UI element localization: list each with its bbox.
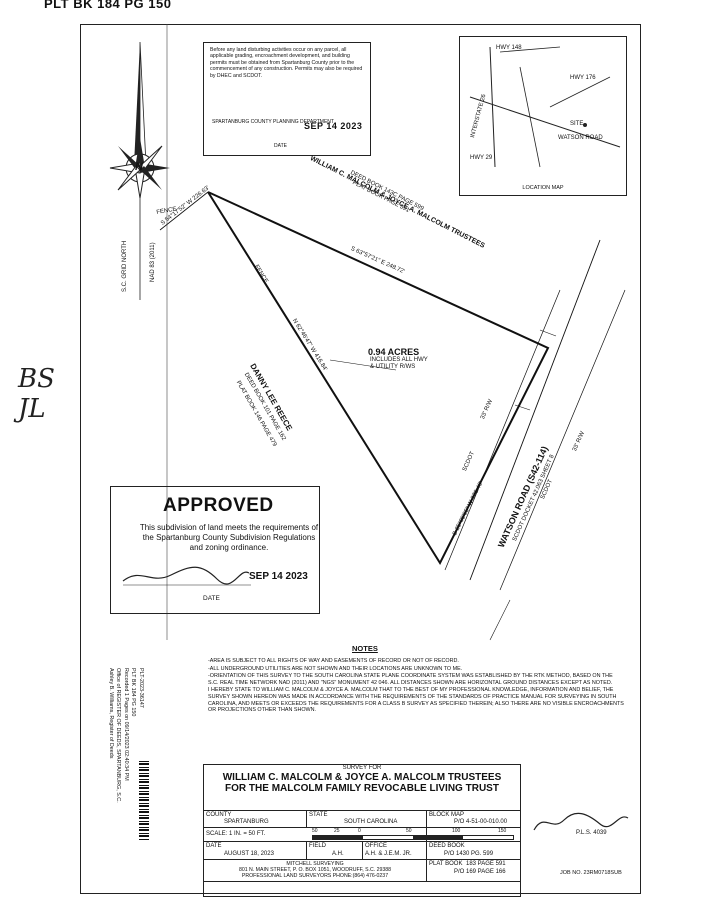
survey-for-label: SURVEY FOR bbox=[342, 765, 382, 771]
notes-block: -AREA IS SUBJECT TO ALL RIGHTS OF WAY AN… bbox=[208, 658, 624, 715]
permit-notice-text: Before any land disturbing activities oc… bbox=[210, 47, 363, 79]
north-grid-label: S.C. GRID NORTH bbox=[122, 240, 128, 292]
handwritten-initials: BS JL bbox=[18, 364, 55, 424]
scale-tick: 100 bbox=[452, 828, 461, 834]
date-value: AUGUST 18, 2023 bbox=[224, 851, 274, 857]
approval-signature bbox=[122, 566, 251, 586]
field-label: FIELD bbox=[309, 843, 327, 849]
planning-date-label: DATE bbox=[274, 143, 287, 149]
scale-tick: 150 bbox=[498, 828, 507, 834]
state-label: STATE bbox=[309, 812, 328, 818]
note-item: -AREA IS SUBJECT TO ALL RIGHTS OF WAY AN… bbox=[208, 658, 459, 664]
loc-road-hwy29: HWY 29 bbox=[470, 155, 493, 161]
office-label: OFFICE bbox=[365, 843, 387, 849]
plat-book-value1: 183 PAGE 591 bbox=[466, 861, 506, 867]
note-item: I HEREBY STATE TO WILLIAM C. MALCOLM & J… bbox=[208, 687, 624, 714]
scale-tick: 50 bbox=[406, 828, 412, 834]
deed-book-value: P/O 1430 PG. 599 bbox=[444, 851, 494, 857]
county-value: SPARTANBURG bbox=[224, 819, 269, 825]
recording-line4: Office of REGISTER OF DEEDS, SPARTANBURG… bbox=[115, 668, 122, 803]
pls-number: P.L.S. 4039 bbox=[576, 830, 607, 836]
scale-bar: 50 25 0 50 100 150 bbox=[312, 828, 522, 840]
approved-text: This subdivision of land meets the requi… bbox=[139, 523, 319, 552]
plat-book-value2: P/O 169 PAGE 166 bbox=[454, 869, 506, 875]
scale-tick: 50 bbox=[312, 828, 318, 834]
loc-road-watson: WATSON ROAD bbox=[558, 135, 603, 141]
firm-address: 801 N. MAIN STREET, P. O. BOX 1051, WOOD… bbox=[238, 867, 392, 873]
block-map-value: P/O 4-51-00-010.00 bbox=[454, 819, 508, 825]
plat-book-label: PLAT BOOK bbox=[429, 861, 463, 867]
block-map-label: BLOCK MAP bbox=[429, 812, 465, 818]
approved-stamp: APPROVED This subdivision of land meets … bbox=[110, 486, 320, 614]
date-label: DATE bbox=[206, 843, 222, 849]
loc-road-hwy176: HWY 176 bbox=[570, 75, 596, 81]
job-number: JOB NO. 23RM0718SUB bbox=[560, 870, 622, 876]
location-map: HWY 148 HWY 176 INTERSTATE 26 WATSON ROA… bbox=[459, 36, 627, 196]
planning-stamp-date: SEP 14 2023 bbox=[304, 121, 363, 131]
loc-site-label: SITE bbox=[570, 121, 584, 127]
recording-barcode bbox=[139, 760, 149, 840]
title-block: SURVEY FOR WILLIAM C. MALCOLM & JOYCE A.… bbox=[203, 764, 521, 897]
approved-stamp-date: SEP 14 2023 bbox=[249, 571, 308, 582]
firm-name: MITCHELL SURVEYING bbox=[286, 861, 344, 867]
plat-book-reference: PLT BK 184 PG 150 bbox=[44, 0, 172, 11]
notes-title: NOTES bbox=[352, 644, 378, 653]
planning-dept-label: SPARTANBURG COUNTY PLANNING DEPARTMENT bbox=[212, 119, 334, 125]
scale-bar-graphic bbox=[312, 835, 514, 840]
firm-phone: PROFESSIONAL LAND SURVEYORS PHONE:(864) … bbox=[241, 873, 389, 879]
note-item: -ORIENTATION OF THIS SURVEY TO THE SOUTH… bbox=[208, 673, 613, 686]
office-value: A.H. & J.E.M. JR. bbox=[365, 851, 412, 857]
note-item: -ALL UNDERGROUND UTILITIES ARE NOT SHOWN… bbox=[208, 665, 463, 672]
north-nad-label: NAD 83 (2011) bbox=[150, 242, 156, 282]
approved-title: APPROVED bbox=[163, 495, 274, 516]
acreage-main: 0.94 ACRES bbox=[368, 347, 420, 357]
approved-date-label: DATE bbox=[203, 595, 220, 602]
scale-tick: 0 bbox=[358, 828, 361, 834]
county-label: COUNTY bbox=[206, 812, 232, 818]
scale-label: SCALE: 1 IN. = 50 FT. bbox=[206, 831, 266, 837]
deed-book-label: DEED BOOK bbox=[429, 843, 465, 849]
scale-tick: 25 bbox=[334, 828, 340, 834]
title-line1: WILLIAM C. MALCOLM & JOYCE A. MALCOLM TR… bbox=[222, 772, 502, 783]
recording-line5: Ashley B. Williams, Register of Deeds bbox=[108, 668, 114, 759]
permit-notice-box: Before any land disturbing activities oc… bbox=[203, 42, 371, 156]
acreage-sub1: INCLUDES ALL HWY bbox=[370, 357, 428, 363]
acreage-sub2: & UTILITY R/WS bbox=[370, 364, 416, 370]
north-letter: N bbox=[135, 161, 143, 173]
state-value: SOUTH CAROLINA bbox=[344, 819, 398, 825]
surveyor-signature bbox=[533, 812, 629, 831]
location-map-caption: LOCATION MAP bbox=[522, 185, 564, 191]
firm-block: MITCHELL SURVEYING 801 N. MAIN STREET, P… bbox=[204, 861, 426, 879]
location-map-drawing bbox=[469, 46, 621, 168]
recording-line3: Recorded 1 Pages on 09/14/2023 02:40:34 … bbox=[123, 668, 129, 781]
north-arrow-icon bbox=[109, 41, 170, 300]
title-line2: FOR THE MALCOLM FAMILY REVOCABLE LIVING … bbox=[225, 783, 499, 794]
recording-line2: PLT BK 184 PG 150 bbox=[130, 668, 137, 717]
drawing-border bbox=[80, 24, 641, 894]
loc-road-hwy148: HWY 148 bbox=[496, 45, 522, 51]
field-value: A.H. bbox=[332, 851, 344, 857]
